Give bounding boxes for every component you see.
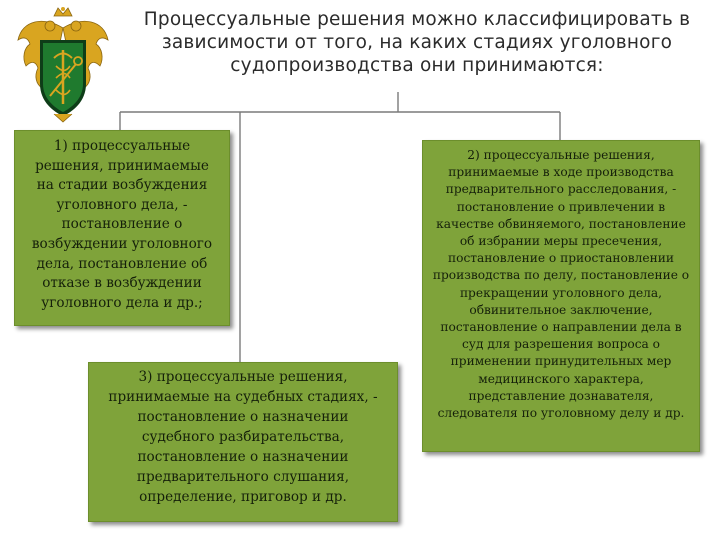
- stage-box-investigation-text: 2) процессуальные решения, принимаемые в…: [432, 148, 690, 421]
- stage-box-investigation: 2) процессуальные решения, принимаемые в…: [422, 140, 700, 452]
- double-headed-eagle-icon: [17, 7, 109, 123]
- stage-box-initiation: 1) процессуальные решения, принимаемые н…: [14, 130, 230, 326]
- slide-title: Процессуальные решения можно классифицир…: [143, 9, 691, 76]
- stage-box-judicial: 3) процессуальные решения, принимаемые н…: [88, 362, 398, 522]
- stage-box-judicial-text: 3) процессуальные решения, принимаемые н…: [108, 369, 378, 505]
- customs-emblem: [14, 6, 112, 124]
- stage-box-initiation-text: 1) процессуальные решения, принимаемые н…: [31, 138, 213, 311]
